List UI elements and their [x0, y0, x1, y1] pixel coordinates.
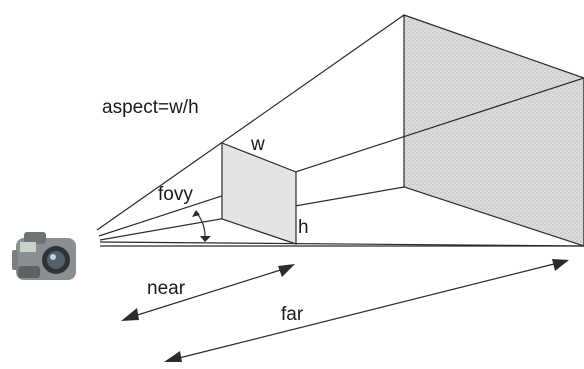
- near-distance-line: [127, 266, 291, 319]
- frustum-edge-top-left: [96, 14, 405, 231]
- near-label: near: [147, 278, 186, 299]
- far-plane: [403, 14, 584, 247]
- frustum-edge-bottom-right: [99, 241, 584, 247]
- camera-icon: [12, 232, 76, 280]
- fovy-label: fovy: [158, 184, 193, 205]
- near-plane: [221, 142, 297, 245]
- fovy-angle-arc: [195, 211, 206, 241]
- fovy-arrowhead-bottom: [200, 236, 211, 242]
- far-arrowhead-right: [552, 259, 569, 271]
- width-label: w: [250, 134, 265, 155]
- height-label: h: [298, 217, 309, 238]
- fovy-arrowhead-top: [192, 210, 200, 217]
- aspect-label: aspect=w/h: [102, 97, 199, 118]
- near-arrowhead-right: [278, 264, 295, 277]
- frustum-edge-top-right: [98, 77, 584, 237]
- far-arrowhead-left: [164, 351, 182, 362]
- near-arrowhead-left: [121, 308, 139, 321]
- far-distance-line: [170, 261, 563, 361]
- far-label: far: [281, 304, 304, 325]
